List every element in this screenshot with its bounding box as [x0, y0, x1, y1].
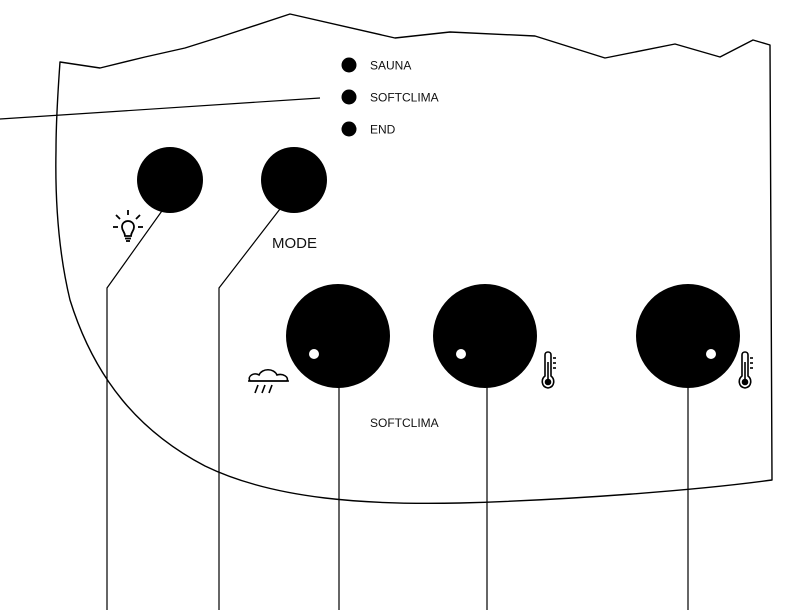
indicator-led-end — [341, 121, 357, 137]
thermometer-icon — [738, 351, 753, 389]
humidity-knob[interactable] — [286, 284, 390, 388]
indicator-leader-line — [0, 97, 321, 120]
mode-label: MODE — [272, 235, 317, 252]
rain-cloud-icon — [248, 368, 289, 394]
indicator-label-sauna: SAUNA — [370, 59, 411, 73]
lightbulb-icon — [113, 210, 143, 242]
temperature-knob-1[interactable] — [433, 284, 537, 388]
humidity-knob-marker — [309, 349, 319, 359]
temperature-knob-2-marker — [706, 349, 716, 359]
mode-button-leader — [218, 195, 291, 610]
temperature-knob-1-marker — [456, 349, 466, 359]
light-button[interactable] — [137, 147, 203, 213]
thermometer-icon — [541, 351, 556, 389]
light-button-leader — [106, 193, 175, 610]
mode-button[interactable] — [261, 147, 327, 213]
indicator-label-end: END — [370, 123, 396, 137]
indicator-label-softclima: SOFTCLIMA — [370, 91, 439, 105]
panel-outline — [55, 13, 773, 505]
softclima-label: SOFTCLIMA — [370, 416, 439, 430]
indicator-led-softclima — [341, 89, 357, 105]
temperature-knob-2[interactable] — [636, 284, 740, 388]
indicator-led-sauna — [341, 57, 357, 73]
